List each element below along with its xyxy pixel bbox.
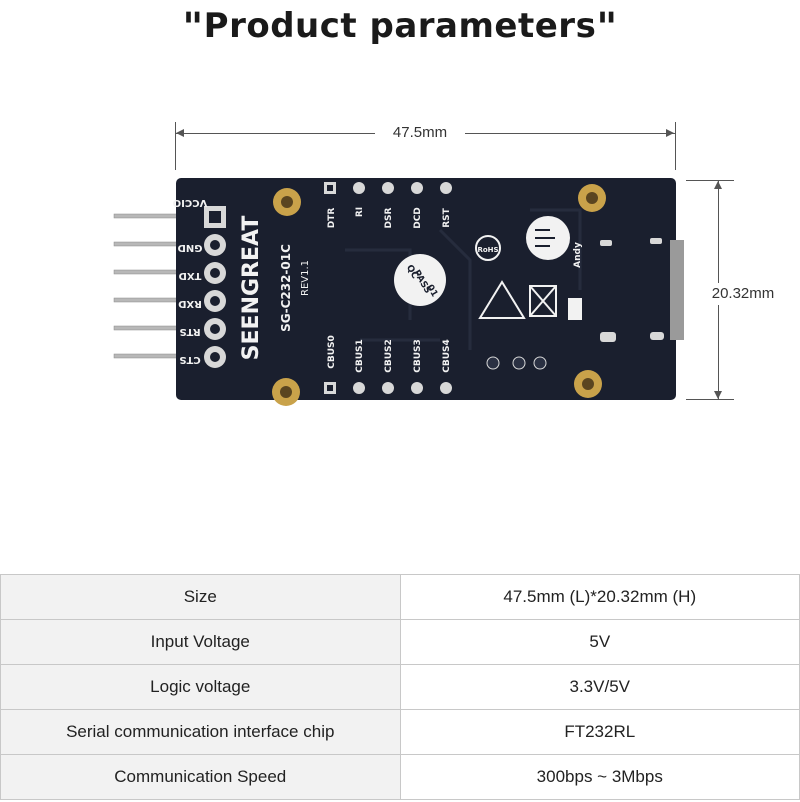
length-dimension-label: 47.5mm xyxy=(375,122,465,144)
table-row: Input Voltage 5V xyxy=(0,619,800,665)
top-pad-labels: DTR RI DSR DCD RST xyxy=(327,207,452,229)
param-cell: Communication Speed xyxy=(0,754,401,800)
rohs-text: RoHS xyxy=(477,246,498,254)
pin-label-rts: RTS xyxy=(179,326,200,337)
pad-label-ri: RI xyxy=(355,207,365,217)
title-quote-open: " xyxy=(182,5,204,51)
brass-standoffs xyxy=(272,184,606,406)
model-text: SG-C232-01C xyxy=(279,244,293,332)
pin-label-vccio: VCCIO xyxy=(173,197,208,208)
value-cell: FT232RL xyxy=(399,709,800,755)
table-row: Logic voltage 3.3V/5V xyxy=(0,664,800,710)
table-row: Communication Speed 300bps ~ 3Mbps xyxy=(0,754,800,800)
arrow-right-icon xyxy=(666,129,674,137)
pin-label-cts: CTS xyxy=(179,354,200,365)
logo-text: Andy xyxy=(573,242,583,268)
esd-warning-icon xyxy=(478,280,582,320)
title-quote-close: " xyxy=(596,5,618,51)
value-cell: 47.5mm (L)*20.32mm (H) xyxy=(399,574,800,620)
rohs-mark: RoHS xyxy=(475,235,501,261)
left-pin-labels: VCCIO GND TXD RXD RTS CTS xyxy=(173,197,208,365)
spec-table: Size 47.5mm (L)*20.32mm (H) Input Voltag… xyxy=(0,574,800,800)
param-cell: Logic voltage xyxy=(0,664,401,710)
arrow-left-icon xyxy=(176,129,184,137)
bottom-pads xyxy=(324,382,452,394)
arrow-down-icon xyxy=(714,391,722,399)
height-dimension-label: 20.32mm xyxy=(698,283,788,305)
pcb-board-image: VCCIO GND TXD RXD RTS CTS SEENGREAT SG-C… xyxy=(113,178,684,406)
table-row: Size 47.5mm (L)*20.32mm (H) xyxy=(0,574,800,620)
value-cell: 300bps ~ 3Mbps xyxy=(399,754,800,800)
smd-components xyxy=(486,238,664,370)
pad-label-cbus3: CBUS3 xyxy=(413,339,423,373)
revision-text: REV1.1 xyxy=(300,260,311,296)
header-pins xyxy=(113,213,183,359)
param-cell: Input Voltage xyxy=(0,619,401,665)
qc-pass-sticker: QC PASS 01 xyxy=(394,254,446,306)
top-pads xyxy=(324,182,452,194)
pad-label-cbus4: CBUS4 xyxy=(442,339,452,373)
value-cell: 3.3V/5V xyxy=(399,664,800,710)
pad-label-dsr: DSR xyxy=(384,207,394,228)
pad-label-cbus0: CBUS0 xyxy=(327,335,337,369)
usb-connector xyxy=(670,240,684,340)
product-figure: 47.5mm 20.32mm xyxy=(0,100,800,420)
pin-label-gnd: GND xyxy=(178,242,203,253)
brand-text: SEENGREAT xyxy=(239,216,264,361)
page-title: "Product parameters" xyxy=(0,0,800,56)
left-pin-pads xyxy=(204,206,226,368)
pad-label-cbus1: CBUS1 xyxy=(355,339,365,373)
pad-label-cbus2: CBUS2 xyxy=(384,339,394,373)
height-dimension-tick-top xyxy=(686,180,734,181)
andy-logo: Andy xyxy=(526,216,583,268)
pad-label-dcd: DCD xyxy=(413,207,423,229)
pin-label-txd: TXD xyxy=(179,270,202,281)
length-dimension-tick-left xyxy=(175,122,176,170)
pad-label-rst: RST xyxy=(442,207,452,227)
param-cell: Size xyxy=(0,574,401,620)
pad-label-dtr: DTR xyxy=(327,208,337,229)
table-row: Serial communication interface chip FT23… xyxy=(0,709,800,755)
title-text: Product parameters xyxy=(203,6,597,46)
bottom-pad-labels: CBUS0 CBUS1 CBUS2 CBUS3 CBUS4 xyxy=(327,335,452,373)
arrow-up-icon xyxy=(714,181,722,189)
height-dimension-tick-bottom xyxy=(686,399,734,400)
param-cell: Serial communication interface chip xyxy=(0,709,401,755)
value-cell: 5V xyxy=(399,619,800,665)
pin-label-rxd: RXD xyxy=(178,298,202,309)
length-dimension-tick-right xyxy=(675,122,676,170)
